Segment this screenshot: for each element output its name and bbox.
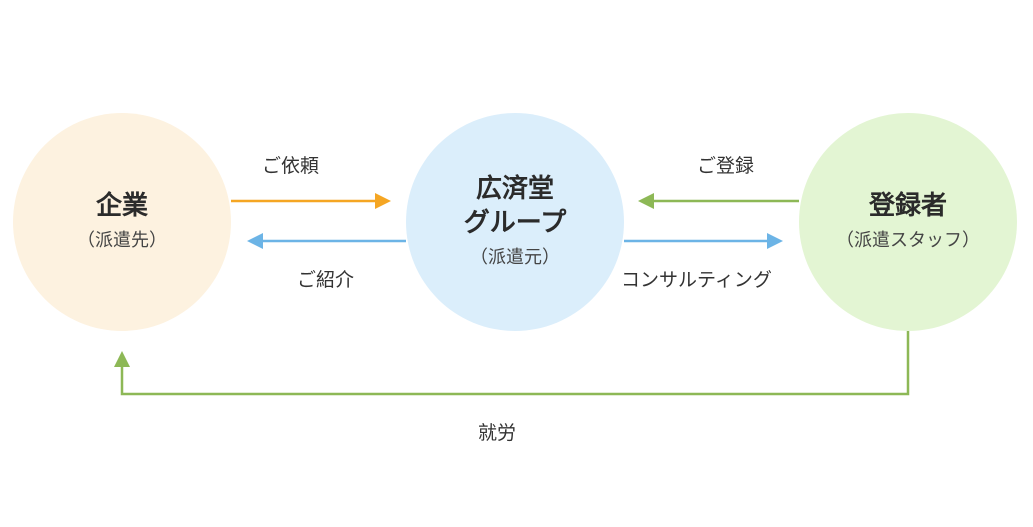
staff-title: 登録者	[868, 191, 947, 221]
company-title: 企業	[95, 191, 148, 221]
request-arrowhead	[375, 193, 391, 209]
staff-subtitle: （派遣スタッフ）	[836, 230, 980, 251]
consulting-arrowhead	[767, 233, 783, 249]
introduce-label: ご紹介	[297, 269, 355, 291]
center-title-line1: 広済堂	[475, 174, 554, 204]
request-label: ご依頼	[262, 155, 320, 177]
staff-node: 登録者 （派遣スタッフ）	[799, 113, 1017, 331]
employment-arrowhead	[114, 351, 130, 367]
employment-label: 就労	[478, 422, 517, 444]
register-label: ご登録	[697, 155, 755, 177]
center-title-line2: グループ	[463, 208, 567, 238]
center-subtitle: （派遣元）	[470, 247, 560, 268]
introduce-arrowhead	[247, 233, 263, 249]
register-arrowhead	[638, 193, 654, 209]
company-node: 企業 （派遣先）	[13, 113, 231, 331]
consulting-label: コンサルティング	[621, 269, 772, 291]
center-node: 広済堂 グループ （派遣元）	[406, 113, 624, 331]
employment-arrow-line	[120, 331, 910, 396]
company-subtitle: （派遣先）	[77, 230, 167, 251]
